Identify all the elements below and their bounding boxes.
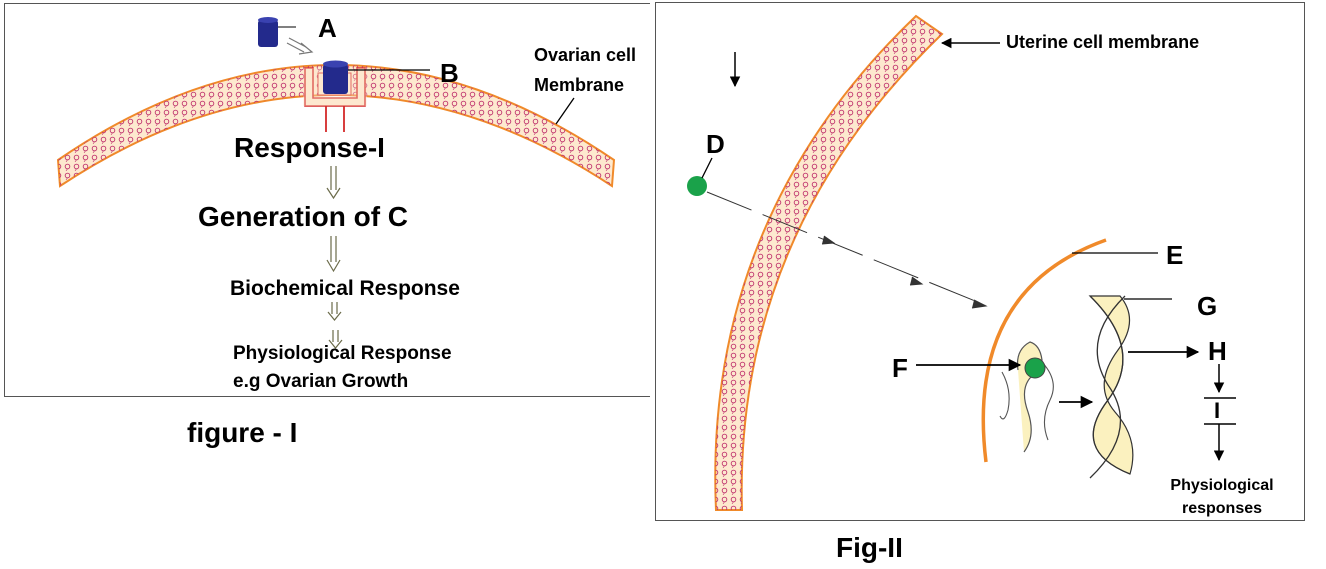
pointer-d bbox=[701, 157, 713, 179]
cascade-arrows bbox=[326, 166, 343, 349]
result-line-1: Physiological bbox=[1170, 477, 1274, 494]
label-d: D bbox=[706, 129, 725, 159]
hormone-receptor-complex-icon bbox=[1024, 357, 1046, 379]
hormone-d-icon bbox=[687, 176, 707, 196]
pointer-membrane bbox=[555, 97, 575, 125]
hormone-a-icon bbox=[258, 17, 296, 47]
binding-arrow bbox=[286, 37, 314, 55]
label-f: F bbox=[892, 353, 908, 383]
ovarian-membrane bbox=[56, 64, 616, 188]
label-e: E bbox=[1166, 240, 1184, 270]
step-physiological-response: Physiological Response bbox=[233, 343, 452, 364]
dna-g bbox=[1088, 295, 1134, 479]
downstream-arrows bbox=[1204, 364, 1236, 462]
figure-1-caption: figure - I bbox=[187, 417, 298, 448]
ovarian-membrane-label-line1: Ovarian cell bbox=[534, 45, 637, 65]
uterine-membrane-label: Uterine cell membrane bbox=[1006, 32, 1200, 52]
label-g: G bbox=[1197, 291, 1218, 321]
step-physiological-example: e.g Ovarian Growth bbox=[233, 371, 409, 392]
step-response-1: Response-I bbox=[234, 132, 385, 163]
label-b: B bbox=[440, 58, 459, 88]
diffusion-path bbox=[706, 191, 988, 309]
bound-hormone-icon bbox=[323, 60, 348, 94]
step-biochemical-response: Biochemical Response bbox=[230, 277, 460, 300]
receptor-f bbox=[999, 341, 1054, 453]
result-line-2: responses bbox=[1181, 500, 1263, 518]
label-a: A bbox=[318, 13, 337, 43]
figure-2-caption: Fig-II bbox=[836, 532, 903, 563]
ovarian-membrane-label-line2: Membrane bbox=[534, 75, 625, 95]
label-i: I bbox=[1214, 398, 1221, 423]
label-h: H bbox=[1208, 336, 1227, 366]
step-generation-c: Generation of C bbox=[198, 201, 409, 232]
uterine-membrane bbox=[714, 14, 944, 511]
physiological-responses-label: Physiological responses bbox=[1160, 474, 1284, 520]
nuclear-membrane-e bbox=[981, 238, 1107, 463]
